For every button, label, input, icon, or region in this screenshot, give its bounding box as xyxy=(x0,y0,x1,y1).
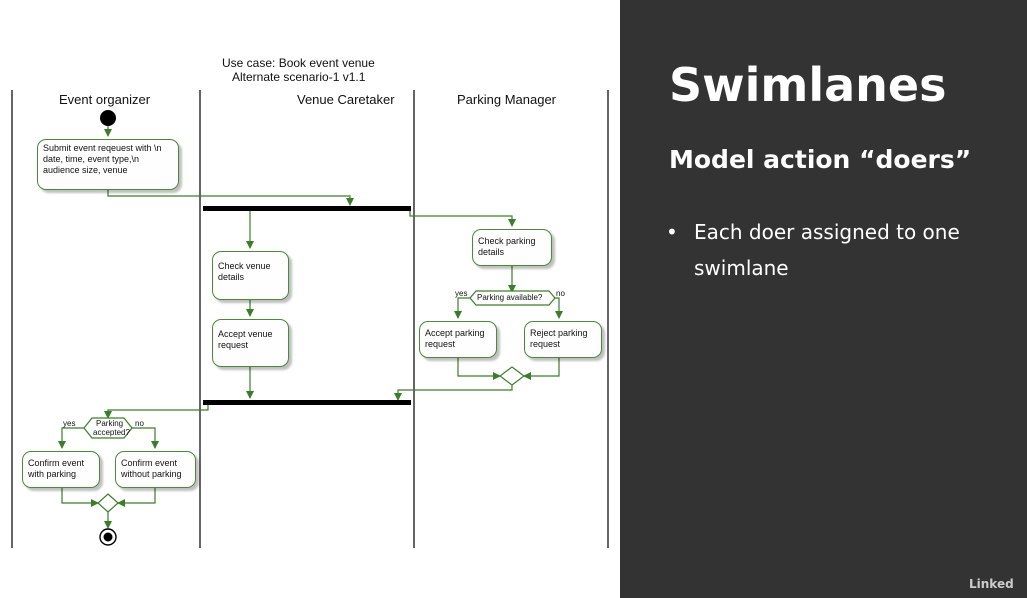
branch-label-yes: yes xyxy=(455,289,468,298)
slide-subtitle: Model action “doers” xyxy=(669,145,972,174)
slide-text-panel: Swimlanes Model action “doers” • Each do… xyxy=(620,0,1027,598)
activity-accept-venue-request: Accept venue request xyxy=(212,319,289,367)
activity-accept-parking-request: Accept parking request xyxy=(419,321,497,358)
lane-header-parking-manager: Parking Manager xyxy=(457,92,556,107)
linkedin-logo: Linked xyxy=(969,577,1014,591)
decision-parking-available xyxy=(469,290,556,306)
activity-submit-event-request: Submit event reqeuest with \n date, time… xyxy=(37,139,179,190)
branch-label-yes: yes xyxy=(63,419,76,428)
branch-label-no: no xyxy=(556,289,565,298)
activity-reject-parking-request: Reject parking request xyxy=(524,321,602,358)
activity-diagram: Use case: Book event venue Alternate sce… xyxy=(11,56,609,548)
activity-confirm-event-without-parking: Confirm event without parking xyxy=(115,451,196,488)
decision-parking-accepted xyxy=(83,417,133,439)
bullet-symbol: • xyxy=(666,220,678,244)
decision-label-parking-accepted-line1: Parking xyxy=(96,419,124,428)
activity-check-parking-details: Check parking details xyxy=(472,229,552,266)
fork-bar xyxy=(203,206,411,211)
diagram-title-line2: Alternate scenario-1 v1.1 xyxy=(232,70,366,84)
merge-diamond-parking xyxy=(499,366,525,386)
activity-check-venue-details: Check venue details xyxy=(212,251,289,300)
start-node xyxy=(100,110,116,126)
lane-header-venue-caretaker: Venue Caretaker xyxy=(297,92,395,107)
diagram-graphics xyxy=(11,90,609,548)
end-node-dot xyxy=(103,532,113,542)
bullet-item: • Each doer assigned to one swimlane xyxy=(666,214,1006,286)
lane-header-event-organizer: Event organizer xyxy=(59,92,151,107)
branch-label-no: no xyxy=(135,419,144,428)
slide-title: Swimlanes xyxy=(669,58,947,112)
join-bar xyxy=(203,400,411,405)
bullet-text: Each doer assigned to one swimlane xyxy=(694,220,960,280)
decision-label-parking-accepted-line2: accepted? xyxy=(93,428,130,437)
activity-confirm-event-with-parking: Confirm event with parking xyxy=(22,451,100,488)
diagram-title-line1: Use case: Book event venue xyxy=(222,56,375,70)
swimlane-dividers xyxy=(11,90,609,548)
decision-label-parking-available: Parking available? xyxy=(477,293,543,302)
merge-diamond-confirm xyxy=(97,493,119,513)
